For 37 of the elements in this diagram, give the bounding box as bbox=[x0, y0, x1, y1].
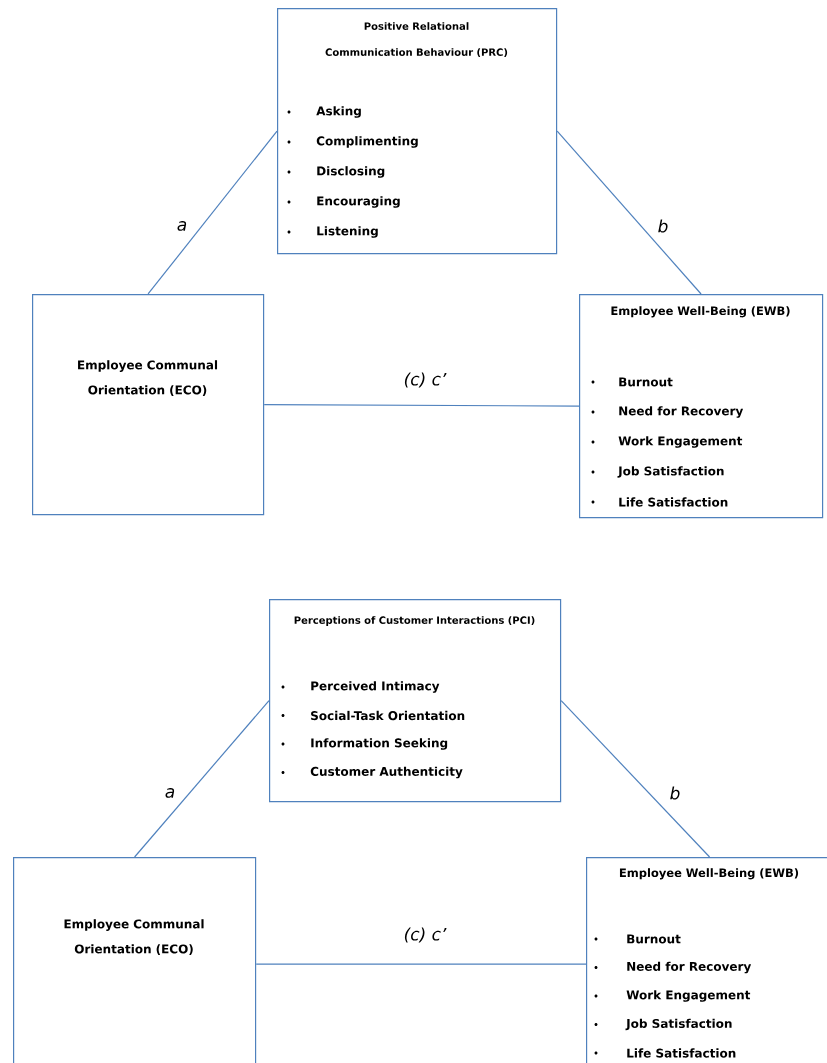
bullet-item: Work Engagement bbox=[591, 436, 743, 448]
bullet-item: Social-Task Orientation bbox=[281, 710, 465, 721]
edge-label: b bbox=[670, 786, 680, 800]
bullet-item: Perceived Intimacy bbox=[281, 681, 440, 693]
connector-line bbox=[147, 130, 278, 295]
connector-line bbox=[560, 700, 711, 858]
bullet-item: Information Seeking bbox=[281, 738, 448, 750]
edge-label: a bbox=[165, 788, 175, 798]
edge-label: a bbox=[177, 221, 187, 231]
bullet-item: Job Satisfaction bbox=[594, 1018, 732, 1031]
bullet-item: Disclosing bbox=[287, 166, 385, 178]
box-title: Employee Well-Being (EWB) bbox=[619, 868, 799, 880]
connector-line bbox=[263, 404, 580, 407]
bullet-item: Job Satisfaction bbox=[591, 466, 724, 478]
connector-line bbox=[134, 700, 270, 858]
box-title: Perceptions of Customer Interactions (PCI) bbox=[294, 616, 535, 626]
bullet-item: Burnout bbox=[591, 377, 673, 387]
connector-line bbox=[556, 130, 702, 295]
bullet-item: Work Engagement bbox=[594, 990, 751, 1002]
box-title: Employee Well-Being (EWB) bbox=[611, 306, 790, 318]
box-title: Employee Communal Orientation (ECO) bbox=[78, 360, 218, 396]
bullet-item: Encouraging bbox=[287, 196, 400, 208]
bullet-item: Customer Authenticity bbox=[281, 766, 463, 779]
bullet-item: Listening bbox=[287, 226, 378, 238]
box-title: Positive Relational Communication Behaviour (PRC) bbox=[325, 22, 508, 58]
bullet-item: Life Satisfaction bbox=[591, 497, 728, 507]
edge-label: b bbox=[658, 219, 668, 233]
bullet-item: Complimenting bbox=[287, 136, 418, 148]
box-title: Employee Communal Orientation (ECO) bbox=[64, 919, 204, 955]
bullet-item: Life Satisfaction bbox=[594, 1048, 736, 1058]
connector-line bbox=[255, 963, 587, 965]
edge-label: (c) c’ bbox=[404, 927, 447, 943]
bullet-item: Burnout bbox=[594, 934, 681, 944]
bullet-item: Asking bbox=[287, 106, 361, 118]
bullet-item: Need for Recovery bbox=[591, 406, 744, 418]
bullet-item: Need for Recovery bbox=[594, 961, 752, 974]
edge-label: (c) c’ bbox=[404, 372, 447, 388]
